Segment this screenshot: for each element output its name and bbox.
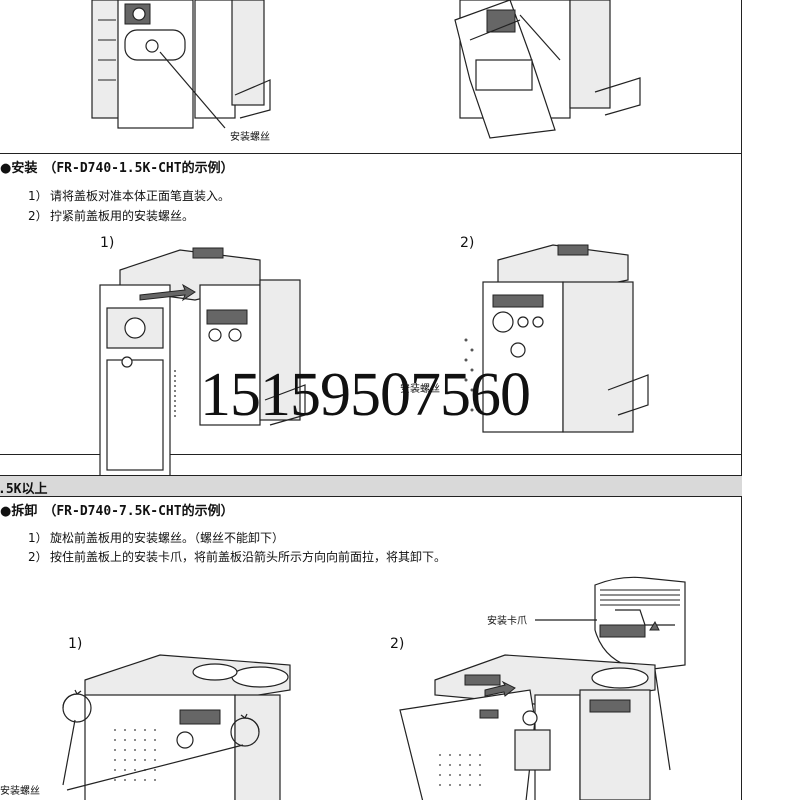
install-step-1: 1）请将盖板对准本体正面笔直装入。 [28,189,231,203]
remove-figure-2 [399,576,686,800]
callout-screw-top: 安装螺丝 [230,132,270,143]
remove-fig2-label: 2) [390,636,405,652]
install-header: ●安装 （FR-D740-1.5K-CHT的示例） [0,157,234,176]
remove-title: 拆卸 [11,504,38,519]
install-step-2: 2）拧紧前盖板用的安装螺丝。 [28,209,195,223]
divider-top [0,153,742,154]
remove-header: ●拆卸 （FR-D740-7.5K-CHT的示例） [0,500,234,519]
install-fig2-label: 2) [460,235,475,251]
remove-fig1-label: 1) [68,636,83,652]
callout-screw-bottom: 安装螺丝 [0,786,40,797]
watermark-number: 15159507560 [200,361,531,429]
frame-right-line [741,0,742,800]
remove-figure-1 [62,654,291,800]
top-left-illustration [91,0,641,139]
install-bullet: ● [0,161,12,176]
remove-bullet: ● [0,504,12,519]
install-example: （FR-D740-1.5K-CHT的示例） [43,161,234,176]
section-bar-title: .5K以上 [0,482,48,497]
install-figure-1 [99,247,306,481]
remove-step-2: 2）按住前盖板上的安装卡爪，将前盖板沿箭头所示方向向前面拉，将其卸下。 [28,550,447,564]
section-bar [0,475,742,497]
install-title: 安装 [11,161,38,176]
install-fig1-label: 1) [100,235,115,251]
divider-mid [0,454,742,455]
install-figure-2 [464,244,649,433]
remove-step-1: 1）旋松前盖板用的安装螺丝。（螺丝不能卸下） [28,531,285,545]
callout-clip: 安装卡爪 [487,616,527,627]
remove-example: （FR-D740-7.5K-CHT的示例） [43,504,234,519]
callout-screw-mid: 安装螺丝 [400,384,440,395]
